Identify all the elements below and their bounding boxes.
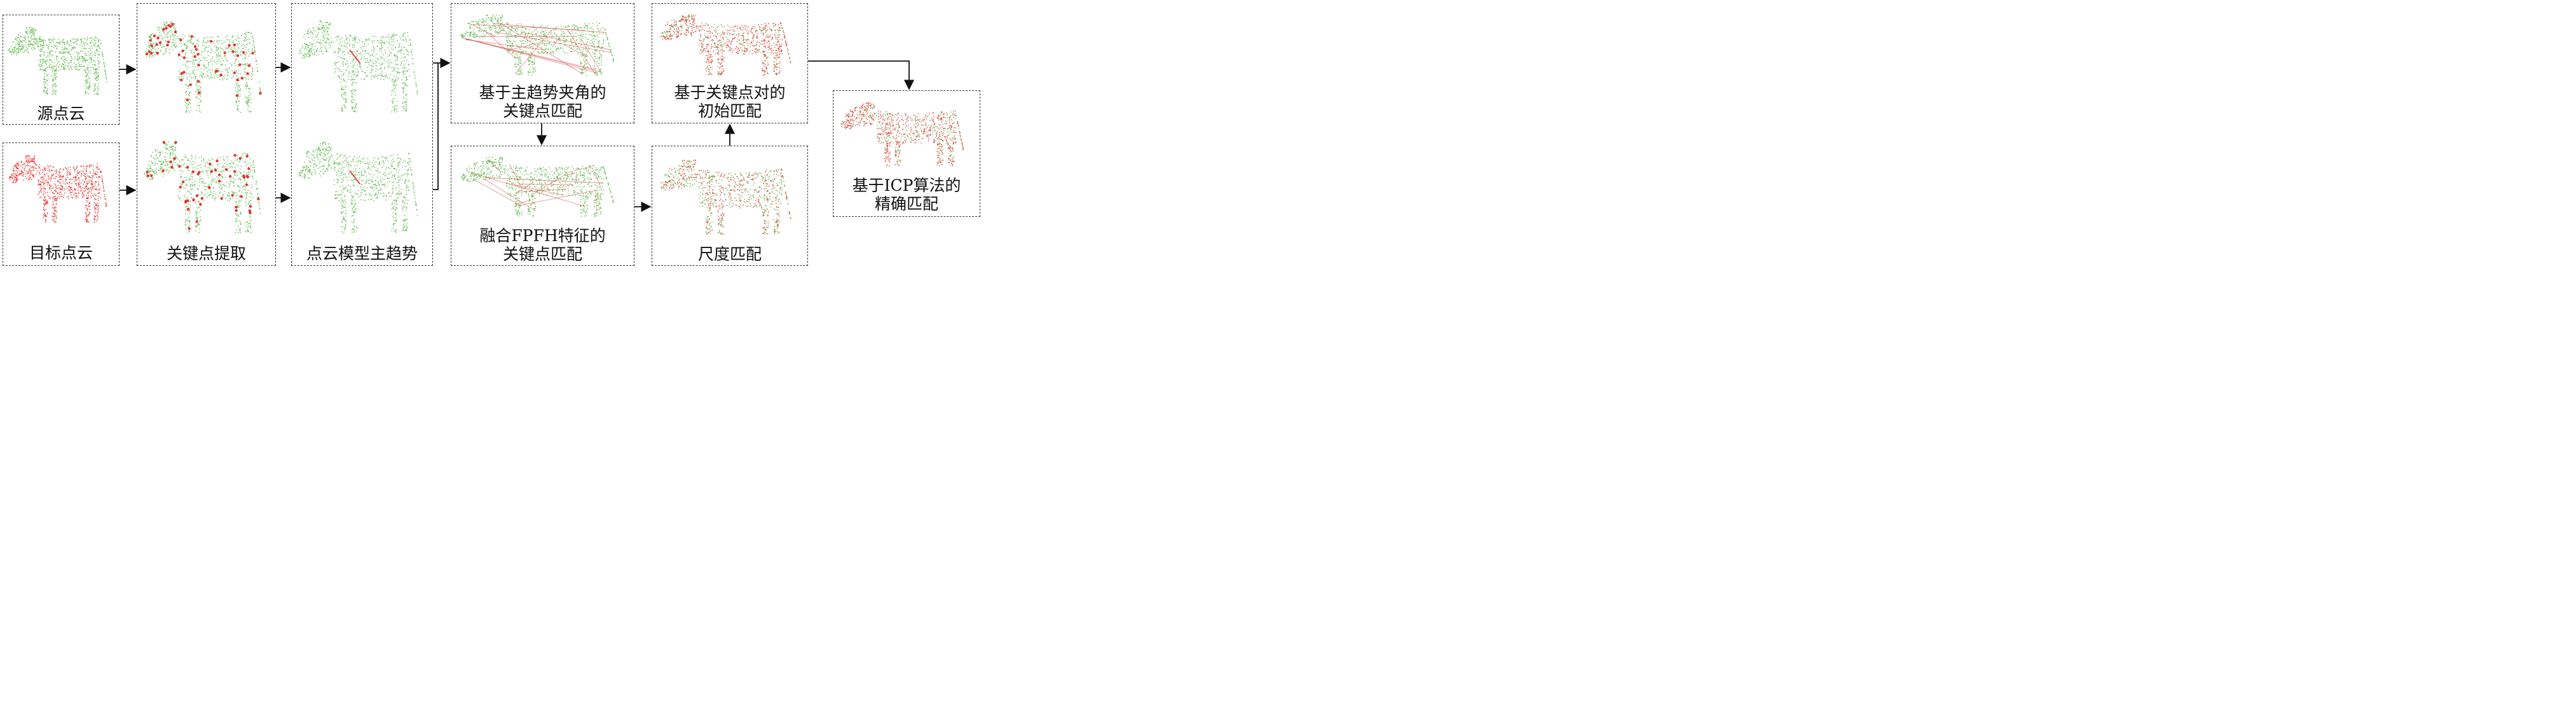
scale-match-cow (652, 146, 809, 244)
fpfh-match-cow (451, 146, 635, 225)
cow-points (298, 141, 418, 234)
cow-point-cloud-svg (298, 141, 418, 234)
cow-points (460, 14, 615, 76)
cow-point-cloud-svg (144, 141, 261, 234)
angle-match-caption-line2: 关键点匹配 (502, 102, 582, 120)
initial-match-cow (652, 4, 809, 84)
match-lines (463, 21, 612, 74)
cow-point-cloud-svg (461, 156, 615, 218)
angle-keypoint-match-panel: 基于主趋势夹角的 关键点匹配 (451, 3, 634, 123)
angle-match-caption-line1: 基于主趋势夹角的 (479, 83, 606, 102)
keypoints (145, 22, 262, 102)
main-trend-panel: 点云模型主趋势 (291, 3, 433, 266)
cow-points (8, 27, 107, 95)
match-lines (468, 160, 603, 214)
trend-cow-top (292, 4, 434, 124)
initial-match-caption-line1: 基于关键点对的 (674, 83, 786, 102)
main-trend-line (349, 49, 361, 64)
cow-point-cloud-svg (840, 102, 964, 167)
cow-points (298, 20, 418, 113)
cow-point-cloud-svg (9, 155, 107, 223)
keypoints (146, 141, 260, 230)
cow-points (661, 159, 791, 235)
flow-arrows (120, 57, 915, 212)
icp-match-cow (833, 91, 981, 175)
cow-points (9, 155, 107, 223)
source-cloud-caption: 源点云 (37, 104, 85, 123)
icp-match-caption-line1: 基于ICP算法的 (852, 176, 961, 195)
main-trend-caption: 点云模型主趋势 (306, 244, 418, 263)
main-trend-line (349, 170, 361, 184)
trend-cow-bottom (292, 125, 434, 245)
angle-match-cow (451, 4, 635, 84)
cow-point-cloud-svg (460, 14, 615, 76)
fpfh-match-caption-line2: 关键点匹配 (502, 245, 582, 263)
keypoint-cow-top (137, 4, 277, 124)
icp-match-caption-line2: 精确匹配 (874, 195, 938, 213)
cow-point-cloud-svg (145, 20, 262, 113)
cow-points (659, 14, 791, 76)
arrow-trend-merge-to-angle-match (433, 57, 451, 190)
fpfh-match-caption-line1: 融合FPFH特征的 (479, 226, 606, 245)
target-cloud-panel: 目标点云 (3, 142, 120, 266)
source-cow-cloud (3, 15, 120, 104)
initial-match-panel: 基于关键点对的 初始匹配 (652, 3, 808, 123)
scale-match-caption: 尺度匹配 (697, 245, 762, 263)
target-cow-cloud (3, 143, 120, 232)
keypoint-cow-bottom (137, 125, 277, 245)
source-cloud-panel: 源点云 (3, 15, 120, 125)
icp-precise-match-panel: 基于ICP算法的 精确匹配 (833, 90, 980, 217)
fpfh-keypoint-match-panel: 融合FPFH特征的 关键点匹配 (451, 146, 634, 266)
cow-point-cloud-svg (298, 20, 418, 113)
arrow-initial-to-icp (808, 60, 915, 90)
cow-point-cloud-svg (661, 159, 791, 235)
keypoint-extraction-panel: 关键点提取 (137, 3, 276, 266)
cow-points (144, 141, 261, 234)
keypoint-extraction-caption: 关键点提取 (166, 244, 246, 263)
cow-points (840, 102, 964, 167)
scale-match-panel: 尺度匹配 (652, 146, 808, 266)
cow-point-cloud-svg (8, 27, 107, 95)
target-cloud-caption: 目标点云 (29, 244, 93, 262)
initial-match-caption-line2: 初始匹配 (697, 102, 762, 120)
cow-point-cloud-svg (659, 14, 791, 76)
